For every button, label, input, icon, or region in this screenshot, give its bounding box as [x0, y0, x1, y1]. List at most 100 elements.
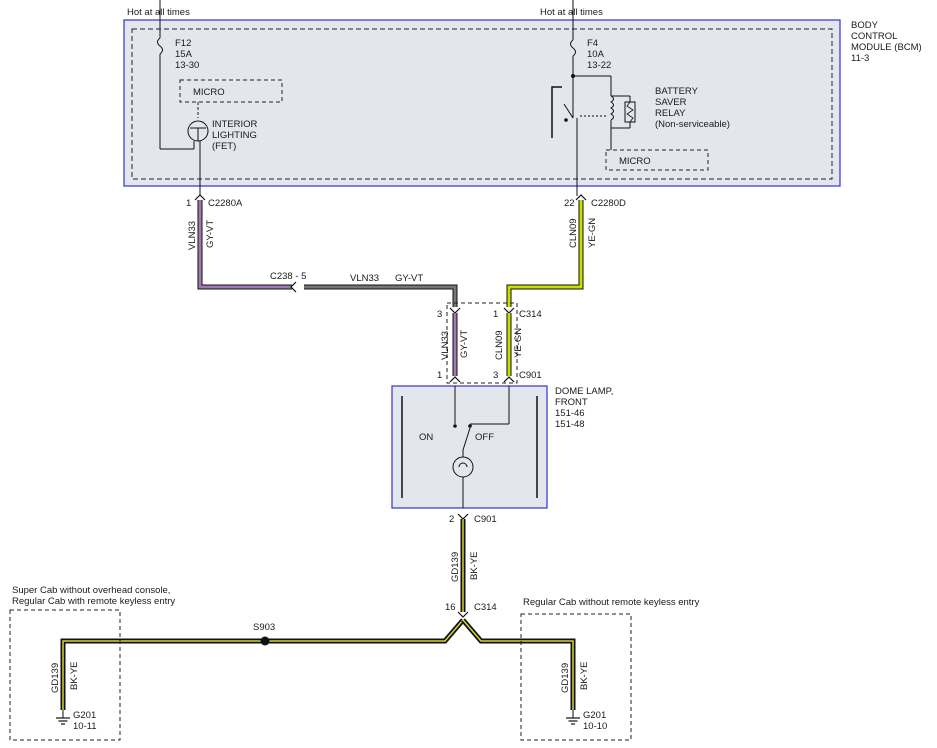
ground-left-caption-1: Super Cab without overhead console, — [12, 585, 170, 596]
c2280d-connector-icon — [575, 194, 587, 201]
dome-off-contact — [468, 424, 472, 428]
wire-gd139-color-center: BK-YE — [469, 551, 480, 580]
fuse-f12-name: F12 — [175, 38, 191, 49]
wire-vln33-gray-color — [304, 285, 457, 307]
bcm-title-1: BODY — [851, 20, 879, 31]
c314-top-name: C314 — [519, 309, 542, 320]
bcm-title-4: 11-3 — [851, 53, 869, 64]
dome-off-label: OFF — [475, 432, 494, 443]
interior-lighting-1: INTERIOR — [212, 119, 258, 130]
c314-top-pin-left: 3 — [437, 309, 442, 320]
relay-bracket — [551, 86, 562, 138]
fuse-f4-name: F4 — [587, 38, 598, 49]
wire-cln09-upper-color — [507, 200, 583, 307]
c901-bottom-pin-icon — [457, 513, 469, 520]
dome-lamp-title-2: FRONT — [555, 397, 588, 408]
ground-left-option-box — [9, 609, 121, 741]
c2280a-name: C2280A — [208, 198, 243, 209]
interior-lighting-2: LIGHTING — [212, 130, 257, 141]
c238-connector-icon — [290, 281, 297, 293]
wire-vln33-circuit-top: VLN33 — [187, 221, 198, 250]
power-label-left: Hot at all times — [127, 7, 190, 18]
wire-gd139-circuit-center: GD139 — [450, 552, 461, 582]
c901-bottom-pin: 2 — [449, 514, 454, 525]
c238-name: C238 - 5 — [270, 271, 306, 282]
relay-label-1: BATTERY — [655, 86, 699, 97]
c314-bottom-pin-icon — [457, 611, 469, 618]
micro-right-label: MICRO — [619, 156, 651, 167]
dome-switch-blade — [462, 427, 471, 451]
relay-switch-blade — [563, 103, 574, 119]
fuse-f12-icon — [157, 37, 163, 55]
wire-gd139-circuit-right: GD139 — [560, 663, 571, 693]
wire-vln33-color-low: GY-VT — [459, 330, 470, 358]
fuse-f12-rating: 15A — [175, 49, 193, 60]
wire-cln09-circuit-low: CLN09 — [494, 330, 505, 360]
c314-top-left-pin-icon — [449, 307, 461, 314]
power-label-right: Hot at all times — [540, 7, 603, 18]
bcm-module-box — [123, 19, 841, 187]
c901-top-right-pin-icon — [503, 376, 515, 383]
fuse-f4-ref: 13-22 — [587, 60, 611, 71]
dome-lamp-box — [391, 385, 548, 509]
relay-contact-dot — [564, 118, 568, 122]
ground-left-name: G201 — [73, 710, 96, 721]
wire-cln09-color-low: YE-GN — [513, 328, 524, 358]
wire-gd139-right-run-color — [462, 619, 574, 710]
relay-resistor-icon — [626, 101, 634, 123]
wire-gd139-color-right: BK-YE — [579, 661, 590, 690]
c2280d-name: C2280D — [591, 198, 626, 209]
dome-lamp-title-4: 151-48 — [555, 419, 585, 430]
c314-bottom-name: C314 — [474, 602, 497, 613]
bcm-title-2: CONTROL — [851, 31, 897, 42]
wire-cln09-color-top: YE-GN — [587, 218, 598, 248]
fuse-f12-ref: 13-30 — [175, 60, 199, 71]
c2280d-pin: 22 — [564, 198, 575, 209]
micro-left-box — [179, 79, 283, 103]
micro-left-label: MICRO — [193, 87, 225, 98]
ground-left-ref: 10-11 — [73, 721, 97, 732]
micro-right-box — [605, 149, 709, 171]
c314-top-pin-right: 1 — [493, 309, 498, 320]
wire-vln33-gray — [304, 284, 458, 307]
relay-label-4: (Non-serviceable) — [655, 119, 730, 130]
c2280a-connector-icon — [194, 194, 206, 201]
ground-left-caption-2: Regular Cab with remote keyless entry — [12, 596, 175, 607]
c2280a-pin: 1 — [186, 198, 191, 209]
c901-top-pin-right: 3 — [493, 370, 498, 381]
wire-vln33-upper-color — [198, 200, 292, 289]
ground-right-name: G201 — [583, 710, 606, 721]
c901-top-pin-left: 1 — [437, 370, 442, 381]
relay-coil-icon — [610, 95, 614, 121]
relay-label-3: RELAY — [655, 108, 686, 119]
ground-right-caption: Regular Cab without remote keyless entry — [523, 597, 700, 608]
wire-gd139-color-left: BK-YE — [69, 661, 80, 690]
c314-top-connector-box — [446, 302, 518, 384]
fuse-f4-rating: 10A — [587, 49, 605, 60]
wire-vln33-circuit-low: VLN33 — [440, 331, 451, 360]
dome-on-label: ON — [419, 432, 433, 443]
splice-s903-dot — [260, 636, 270, 646]
dome-on-contact — [453, 424, 457, 428]
c901-bottom-name: C901 — [474, 514, 497, 525]
wire-vln33-circuit-mid: VLN33 — [350, 273, 379, 284]
wire-cln09-circuit-top: CLN09 — [568, 218, 579, 248]
splice-s903-label: S903 — [253, 622, 275, 633]
bcm-title-3: MODULE (BCM) — [851, 42, 922, 53]
wire-vln33-color-mid: GY-VT — [395, 273, 423, 284]
c901-top-name: C901 — [519, 370, 542, 381]
ground-right-ref: 10-10 — [583, 721, 607, 732]
interior-lighting-3: (FET) — [212, 141, 236, 152]
dome-lamp-title-3: 151-46 — [555, 408, 585, 419]
c901-top-left-pin-icon — [449, 376, 461, 383]
ground-right-option-box — [520, 613, 632, 741]
wire-gd139-right-run — [461, 618, 576, 710]
wire-gd139-left-run-color — [62, 619, 464, 710]
wire-cln09-upper — [506, 200, 584, 307]
fuse-f4-icon — [570, 39, 576, 57]
wire-gd139-circuit-left: GD139 — [50, 663, 61, 693]
wire-vln33-color-top: GY-VT — [205, 220, 216, 248]
relay-label-2: SAVER — [655, 97, 687, 108]
bcm-inner-boundary — [131, 28, 833, 180]
